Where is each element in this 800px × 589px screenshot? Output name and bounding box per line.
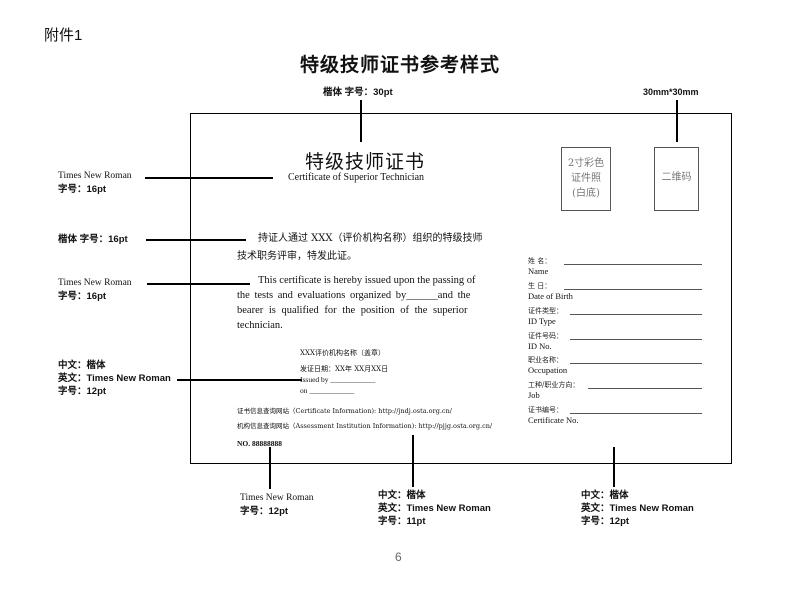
field-id-type-cn: 证件类型： [528, 307, 563, 315]
field-name-en: Name [528, 266, 549, 276]
bottom-leader-1 [269, 447, 271, 489]
issued-on: on ____________ [300, 386, 355, 395]
left-annotation-3-font: Times New Roman [58, 278, 132, 288]
bottom-annotation-1: Times New Roman 字号：12pt [240, 492, 314, 518]
body-en-line-4: technician. [237, 320, 283, 331]
left-annotation-3: Times New Roman 字号：16pt [58, 277, 132, 303]
certificate-frame [190, 113, 732, 464]
left-annotation-2: 楷体 字号：16pt [58, 234, 128, 245]
bottom-annotation-2-cn: 中文：楷体 [378, 490, 426, 501]
field-name-cn: 姓 名： [528, 257, 552, 265]
title-font-leader [360, 100, 362, 142]
field-job-underline [588, 388, 702, 389]
bottom-annotation-2: 中文：楷体 英文：Times New Roman 字号：11pt [378, 489, 491, 528]
bottom-annotation-1-size: 字号：12pt [240, 506, 289, 517]
field-occupation-cn: 职业名称： [528, 356, 563, 364]
field-id-no-underline [570, 339, 702, 340]
field-cert-no: 证书编号： Certificate No. [528, 405, 708, 425]
field-id-type: 证件类型： ID Type [528, 306, 708, 326]
left-leader-4 [177, 379, 302, 381]
field-id-type-underline [570, 314, 702, 315]
bottom-annotation-3-en: 英文：Times New Roman [581, 503, 694, 514]
body-cn-line-2: 技术职务评审，特发此证。 [237, 251, 357, 262]
page-title: 特级技师证书参考样式 [300, 55, 501, 76]
field-id-no: 证件号码： ID No. [528, 331, 708, 351]
qr-size-leader [676, 100, 678, 142]
attachment-label: 附件1 [44, 27, 83, 44]
left-annotation-4-size: 字号：12pt [58, 386, 107, 397]
field-id-type-en: ID Type [528, 316, 556, 326]
body-en-line-1: This certificate is hereby issued upon t… [258, 275, 476, 286]
bottom-annotation-3: 中文：楷体 英文：Times New Roman 字号：12pt [581, 489, 694, 528]
left-annotation-4-en: 英文：Times New Roman [58, 373, 171, 384]
body-cn-line-1: 持证人通过 XXX（评价机构名称）组织的特级技师 [258, 233, 483, 244]
field-occupation-underline [570, 363, 702, 364]
bottom-annotation-2-en: 英文：Times New Roman [378, 503, 491, 514]
issue-date-cn: 发证日期：XX年 XX月XX日 [300, 365, 389, 373]
field-name: 姓 名： Name [528, 256, 708, 276]
field-job-cn: 工种/职业方向： [528, 381, 580, 389]
field-id-no-en: ID No. [528, 341, 552, 351]
bottom-annotation-1-font: Times New Roman [240, 493, 314, 503]
photo-placeholder: 2寸彩色 证件照 (白底) [561, 147, 611, 211]
field-cert-no-underline [570, 413, 702, 414]
left-leader-2 [146, 239, 246, 241]
field-cert-no-en: Certificate No. [528, 415, 579, 425]
photo-label-1: 2寸彩色 [567, 158, 605, 169]
photo-label-2: 证件照 [571, 173, 601, 184]
body-en-line-2: the tests and evaluations organized by__… [237, 290, 471, 301]
field-birth-underline [564, 289, 702, 290]
qr-size-annotation: 30mm*30mm [643, 87, 699, 97]
bottom-leader-3 [613, 447, 615, 487]
field-job-en: Job [528, 390, 540, 400]
bottom-annotation-3-size: 字号：12pt [581, 516, 630, 527]
certificate-title-cn: 特级技师证书 [305, 151, 426, 173]
assessment-info-link[interactable]: 机构信息查询网站（Assessment Institution Informat… [237, 422, 493, 430]
issued-by: Issued by ____________ [300, 375, 376, 384]
qr-label: 二维码 [661, 172, 692, 183]
body-en-line-3: bearer is qualified for the position of … [237, 305, 468, 316]
left-annotation-3-size: 字号：16pt [58, 291, 107, 302]
left-annotation-4: 中文：楷体 英文：Times New Roman 字号：12pt [58, 359, 171, 398]
field-birth-en: Date of Birth [528, 291, 573, 301]
left-annotation-1-font: Times New Roman [58, 171, 132, 181]
field-job: 工种/职业方向： Job [528, 380, 708, 400]
certificate-title-en: Certificate of Superior Technician [288, 172, 425, 183]
left-annotation-1-size: 字号：16pt [58, 184, 107, 195]
certificate-number: NO. 88888888 [237, 439, 282, 448]
certificate-info-link[interactable]: 证书信息查询网站（Certificate Information): http:… [237, 407, 452, 415]
title-font-annotation: 楷体 字号：30pt [323, 87, 393, 98]
qr-code-placeholder: 二维码 [654, 147, 699, 211]
left-leader-1 [145, 177, 273, 179]
field-cert-no-cn: 证书编号： [528, 406, 563, 414]
left-leader-3 [147, 283, 250, 285]
bottom-annotation-3-cn: 中文：楷体 [581, 490, 629, 501]
field-occupation: 职业名称： Occupation [528, 355, 708, 375]
field-name-underline [564, 264, 702, 265]
field-id-no-cn: 证件号码： [528, 332, 563, 340]
field-birth: 生 日： Date of Birth [528, 281, 708, 301]
page-number: 6 [395, 550, 402, 564]
left-annotation-1: Times New Roman 字号：16pt [58, 170, 132, 196]
issuer-seal: XXX评价机构名称（盖章） [300, 349, 385, 357]
bottom-leader-2 [412, 435, 414, 487]
left-annotation-4-cn: 中文：楷体 [58, 360, 106, 371]
photo-label-3: (白底) [572, 188, 600, 199]
field-birth-cn: 生 日： [528, 282, 552, 290]
field-occupation-en: Occupation [528, 365, 568, 375]
bottom-annotation-2-size: 字号：11pt [378, 516, 426, 527]
